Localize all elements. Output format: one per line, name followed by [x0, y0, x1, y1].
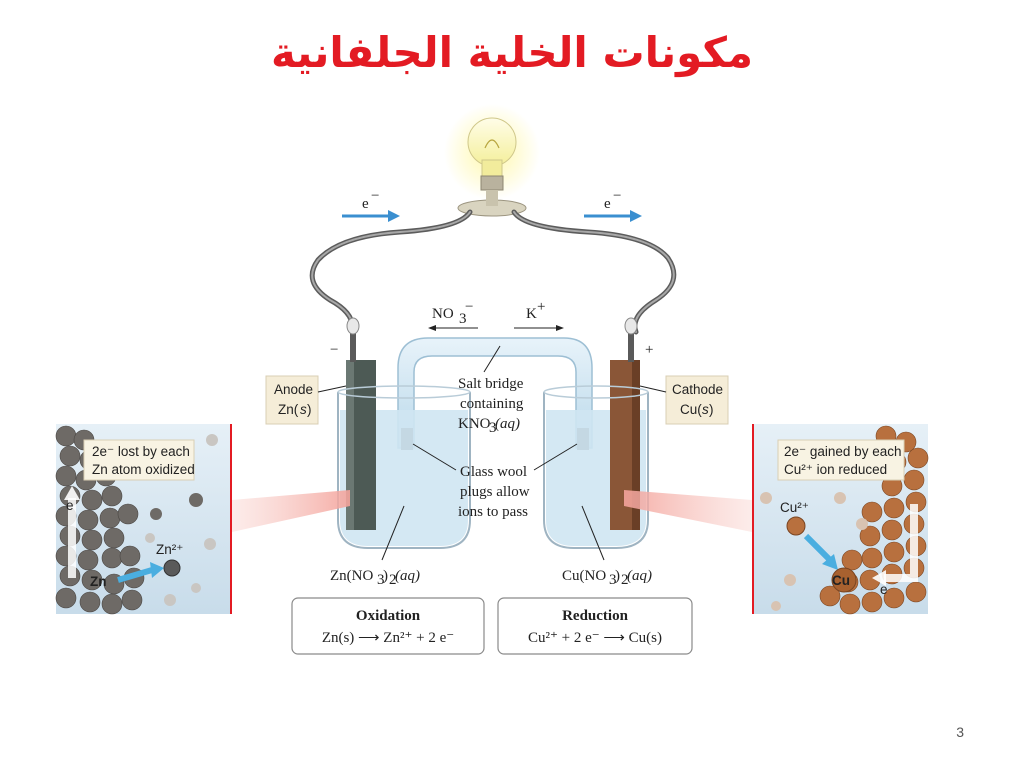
left-beaker: [337, 317, 471, 549]
svg-text:Cu²⁺ + 2 e⁻ ⟶ Cu(s): Cu²⁺ + 2 e⁻ ⟶ Cu(s): [528, 630, 662, 646]
left-solution-label: Zn(NO 3 ) 2 (aq): [330, 505, 420, 588]
svg-text:(aq): (aq): [627, 568, 652, 584]
anode-label: Anode Zn( s ): [265, 375, 347, 425]
cathode-plus-sign: +: [645, 342, 653, 358]
svg-text:2: 2: [389, 572, 397, 588]
electron-label-left: e: [362, 196, 369, 212]
electron-label-right: e: [604, 196, 611, 212]
svg-text:+: +: [537, 299, 545, 315]
svg-text:3: 3: [489, 420, 497, 436]
svg-text:e: e: [880, 582, 888, 597]
nitrate-migration: NO 3 −: [428, 299, 478, 331]
electron-arrow-left: e −: [342, 188, 400, 222]
slide-title: مكونات الخلية الجلفانية: [271, 28, 753, 77]
svg-text:): ): [383, 568, 388, 584]
left-zoom-cone: [232, 490, 350, 532]
svg-text:(aq): (aq): [395, 568, 420, 584]
salt-bridge-label: Salt bridge containing KNO 3 (aq): [458, 345, 524, 436]
svg-text:KNO: KNO: [458, 416, 491, 432]
svg-text:3: 3: [459, 311, 467, 327]
zinc-ion: [163, 559, 181, 577]
glass-wool-label: Glass wool plugs allow ions to pass: [412, 443, 578, 520]
svg-text:s: s: [300, 402, 307, 417]
svg-text:Anode: Anode: [274, 382, 313, 397]
svg-text:Zn(NO: Zn(NO: [330, 568, 373, 584]
svg-text:Cu(: Cu(: [680, 402, 702, 417]
svg-text:2e⁻ gained by each: 2e⁻ gained by each: [784, 444, 901, 459]
svg-text:Cathode: Cathode: [672, 382, 723, 397]
slide-number: 3: [956, 724, 964, 740]
zinc-lattice: [55, 425, 145, 615]
svg-text:3: 3: [377, 572, 385, 588]
svg-text:−: −: [371, 188, 379, 204]
svg-text:−: −: [613, 188, 621, 204]
svg-text:2: 2: [621, 572, 629, 588]
right-zoom-cone: [624, 490, 752, 532]
svg-text:Zn atom oxidized: Zn atom oxidized: [92, 462, 195, 477]
svg-text:): ): [615, 568, 620, 584]
svg-text:): ): [307, 402, 312, 417]
svg-text:containing: containing: [460, 396, 524, 412]
svg-text:Zn²⁺: Zn²⁺: [156, 542, 183, 557]
svg-text:Zn(: Zn(: [278, 402, 299, 417]
svg-text:ions to pass: ions to pass: [458, 504, 528, 520]
svg-text:(aq): (aq): [495, 416, 520, 432]
light-bulb: [444, 104, 540, 217]
electron-arrow-right: e −: [584, 188, 642, 222]
svg-text:Oxidation: Oxidation: [356, 608, 421, 624]
anode-minus-sign: −: [330, 342, 338, 358]
svg-text:NO: NO: [432, 306, 454, 322]
svg-text:−: −: [465, 299, 473, 315]
svg-text:Zn(s) ⟶ Zn²⁺ + 2 e⁻: Zn(s) ⟶ Zn²⁺ + 2 e⁻: [322, 630, 454, 646]
svg-text:2e⁻ lost by each: 2e⁻ lost by each: [92, 444, 190, 459]
svg-text:s: s: [702, 402, 709, 417]
svg-text:Glass wool: Glass wool: [460, 464, 527, 480]
svg-text:): ): [709, 402, 714, 417]
zinc-atom-label: Zn: [90, 574, 107, 589]
svg-text:plugs allow: plugs allow: [460, 484, 530, 500]
svg-text:Salt bridge: Salt bridge: [458, 376, 524, 392]
copper-ion: [786, 516, 806, 536]
copper-lattice: [819, 425, 929, 615]
right-inset: 2e⁻ gained by each Cu²⁺ ion reduced Cu²⁺…: [752, 424, 929, 615]
potassium-migration: K +: [514, 299, 564, 331]
svg-text:K: K: [526, 306, 537, 322]
svg-text:Cu(NO: Cu(NO: [562, 568, 606, 584]
svg-text:3: 3: [609, 572, 617, 588]
svg-text:e: e: [66, 498, 74, 513]
right-solution-label: Cu(NO 3 ) 2 (aq): [562, 505, 652, 588]
svg-text:Cu²⁺ ion reduced: Cu²⁺ ion reduced: [784, 462, 887, 477]
reduction-box: Reduction Cu²⁺ + 2 e⁻ ⟶ Cu(s): [497, 597, 693, 655]
svg-text:Cu²⁺: Cu²⁺: [780, 500, 809, 515]
oxidation-box: Oxidation Zn(s) ⟶ Zn²⁺ + 2 e⁻: [291, 597, 485, 655]
svg-text:Reduction: Reduction: [562, 608, 628, 624]
copper-atom-label: Cu: [832, 573, 850, 588]
cathode-label: Cathode Cu( s ): [639, 375, 729, 425]
left-inset: 2e⁻ lost by each Zn atom oxidized e Zn Z…: [55, 424, 232, 615]
